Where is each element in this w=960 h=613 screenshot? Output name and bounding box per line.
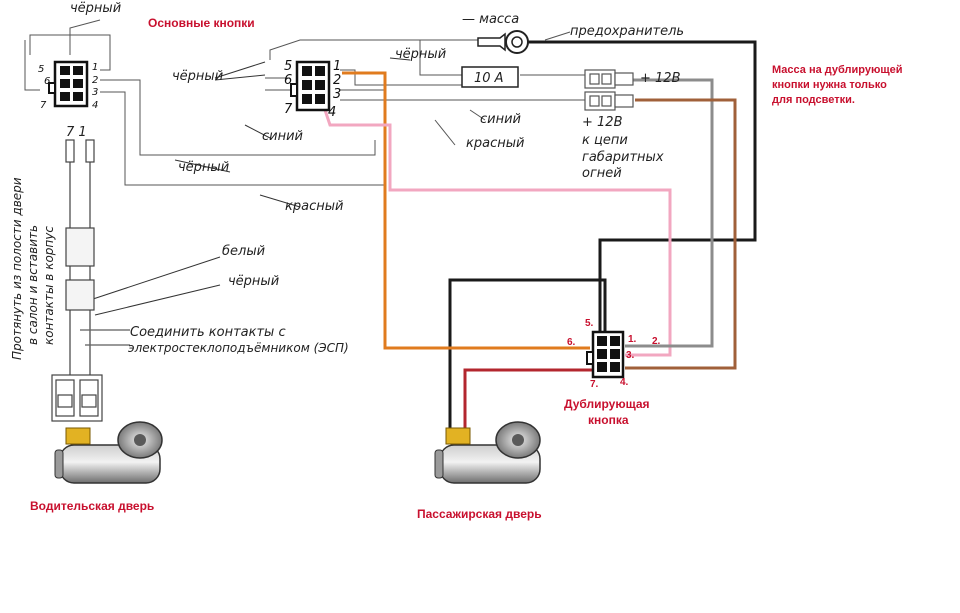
label-plus12-bottom: + 12В (582, 115, 623, 130)
label-duplicate-1: Дублирующая (564, 397, 650, 411)
ground-terminal (477, 30, 529, 54)
fuse-value: 10 A (474, 71, 504, 86)
duplicate-button-connector (586, 330, 625, 379)
left-pin-1: 1 (92, 62, 98, 73)
left-pin-4: 4 (92, 100, 98, 111)
vertical-text-1: Протянуть из полости двери (10, 177, 24, 360)
driver-door-plug (51, 374, 103, 422)
plus12-terminals (584, 69, 634, 111)
label-black-right: чёрный (395, 47, 446, 62)
label-connect-2: электростеклоподъёмником (ЭСП) (128, 341, 349, 355)
label-lights-1: к цепи (582, 133, 628, 148)
center-pin-4: 4 (328, 105, 336, 120)
handwritten-labels: чёрный чёрный чёрный синий чёрный красны… (66, 1, 684, 355)
dup-pin-4: 4. (620, 377, 629, 388)
label-mass: — масса (462, 12, 519, 27)
red-motor-wire (463, 368, 600, 430)
label-duplicate-2: кнопка (588, 413, 629, 427)
center-connector-pin-numbers: 5 1 6 2 3 7 4 (284, 59, 341, 120)
label-passenger-door: Пассажирская дверь (417, 507, 542, 521)
dup-pin-1: 1. (628, 334, 637, 345)
dup-pin-2: 2. (652, 336, 661, 347)
label-fuse: предохранитель (570, 24, 684, 39)
left-pin-5: 5 (38, 64, 44, 75)
label-blue-mid: синий (262, 129, 303, 144)
left-pin-2: 2 (92, 75, 98, 86)
red-annotations: Основные кнопки Масса на дублирующей кно… (30, 16, 903, 521)
black-motor-wire (448, 278, 607, 430)
pink-wire (323, 109, 672, 357)
left-pin-7: 7 (40, 100, 47, 111)
wires (69, 40, 757, 430)
loom-pin-terminals (65, 139, 95, 311)
label-connect-1: Соединить контакты с (130, 325, 286, 340)
label-leaders (80, 57, 411, 346)
center-main-connector (290, 60, 331, 112)
left-pin-6: 6 (44, 76, 50, 87)
schematic-lines (24, 19, 595, 186)
label-white: белый (222, 244, 265, 259)
dup-pin-6: 6. (567, 337, 576, 348)
center-pin-1: 1 (333, 59, 341, 74)
label-black-mid: чёрный (172, 69, 223, 84)
label-lights-2: габаритных (582, 150, 664, 165)
fuse: 10 A (461, 66, 519, 88)
duplicate-connector-pin-numbers: 5. 1. 6. 2. 3. 7. 4. (567, 318, 661, 390)
center-pin-6: 6 (284, 73, 292, 88)
driver-window-motor (54, 421, 163, 484)
brown-wire (625, 98, 737, 370)
center-pin-7: 7 (284, 102, 293, 117)
gray-wire (620, 78, 714, 348)
orange-wire (342, 71, 590, 350)
dup-pin-3: 3. (626, 350, 635, 361)
label-red-right: красный (466, 136, 524, 151)
center-pin-5: 5 (284, 59, 292, 74)
vertical-instructions: Протянуть из полости двери в салон и вст… (10, 177, 56, 360)
label-driver-door: Водительская дверь (30, 499, 154, 513)
note-line-2: кнопки нужна только (772, 79, 887, 91)
label-black-low: чёрный (178, 160, 229, 175)
label-pins-71: 7 1 (66, 125, 87, 140)
left-connector-pin-numbers: 5 1 6 2 3 7 4 (38, 62, 98, 111)
vertical-text-2: в салон и вставить (26, 225, 40, 345)
label-red-low: красный (285, 199, 343, 214)
center-pin-3: 3 (333, 87, 341, 102)
title-main-buttons: Основные кнопки (148, 16, 255, 30)
label-blue-right: синий (480, 112, 521, 127)
left-pin-3: 3 (92, 87, 98, 98)
passenger-window-motor (434, 421, 541, 484)
label-plus12-top: + 12В (640, 71, 681, 86)
left-main-connector (48, 60, 89, 108)
label-lights-3: огней (582, 166, 622, 181)
note-line-3: для подсветки. (772, 94, 855, 106)
black-ground-wire (520, 40, 757, 345)
label-black-motor: чёрный (228, 274, 279, 289)
label-black-top: чёрный (70, 1, 121, 16)
note-line-1: Масса на дублирующей (772, 64, 903, 76)
dup-pin-5: 5. (585, 318, 594, 329)
vertical-text-3: контакты в корпус (42, 226, 56, 345)
dup-pin-7: 7. (590, 379, 599, 390)
center-pin-2: 2 (333, 73, 341, 88)
